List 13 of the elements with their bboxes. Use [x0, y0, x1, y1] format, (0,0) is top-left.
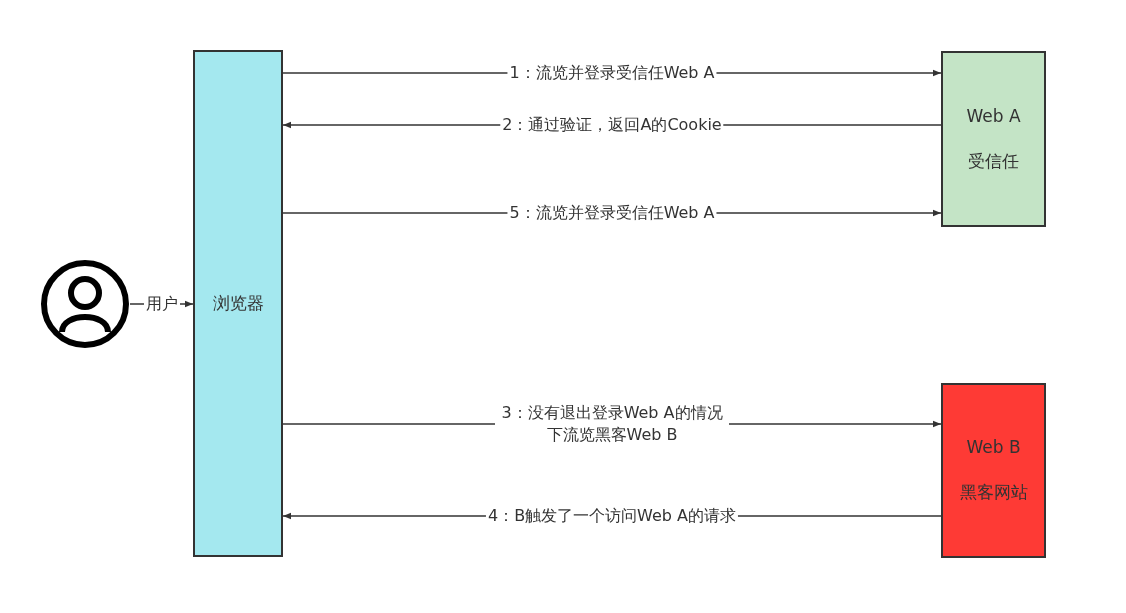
- process-box: [941, 383, 1046, 558]
- person-icon: [40, 260, 130, 348]
- edge-label: 4：B触发了一个访问Web A的请求: [485, 505, 739, 527]
- process-box: [941, 51, 1046, 227]
- node-label: 黑客网站: [959, 481, 1028, 504]
- node-label: Web B: [966, 437, 1021, 457]
- node-label: 浏览器: [212, 292, 264, 315]
- edge-label: 5：流览并登录受信任Web A: [507, 202, 717, 224]
- node-label: Web A: [966, 105, 1021, 126]
- edge-label: 1：流览并登录受信任Web A: [507, 62, 717, 84]
- node-label: 受信任: [968, 149, 1019, 173]
- edge-label: 3：没有退出登录Web A的情况下流览黑客Web B: [495, 402, 729, 446]
- process-box: [193, 50, 283, 557]
